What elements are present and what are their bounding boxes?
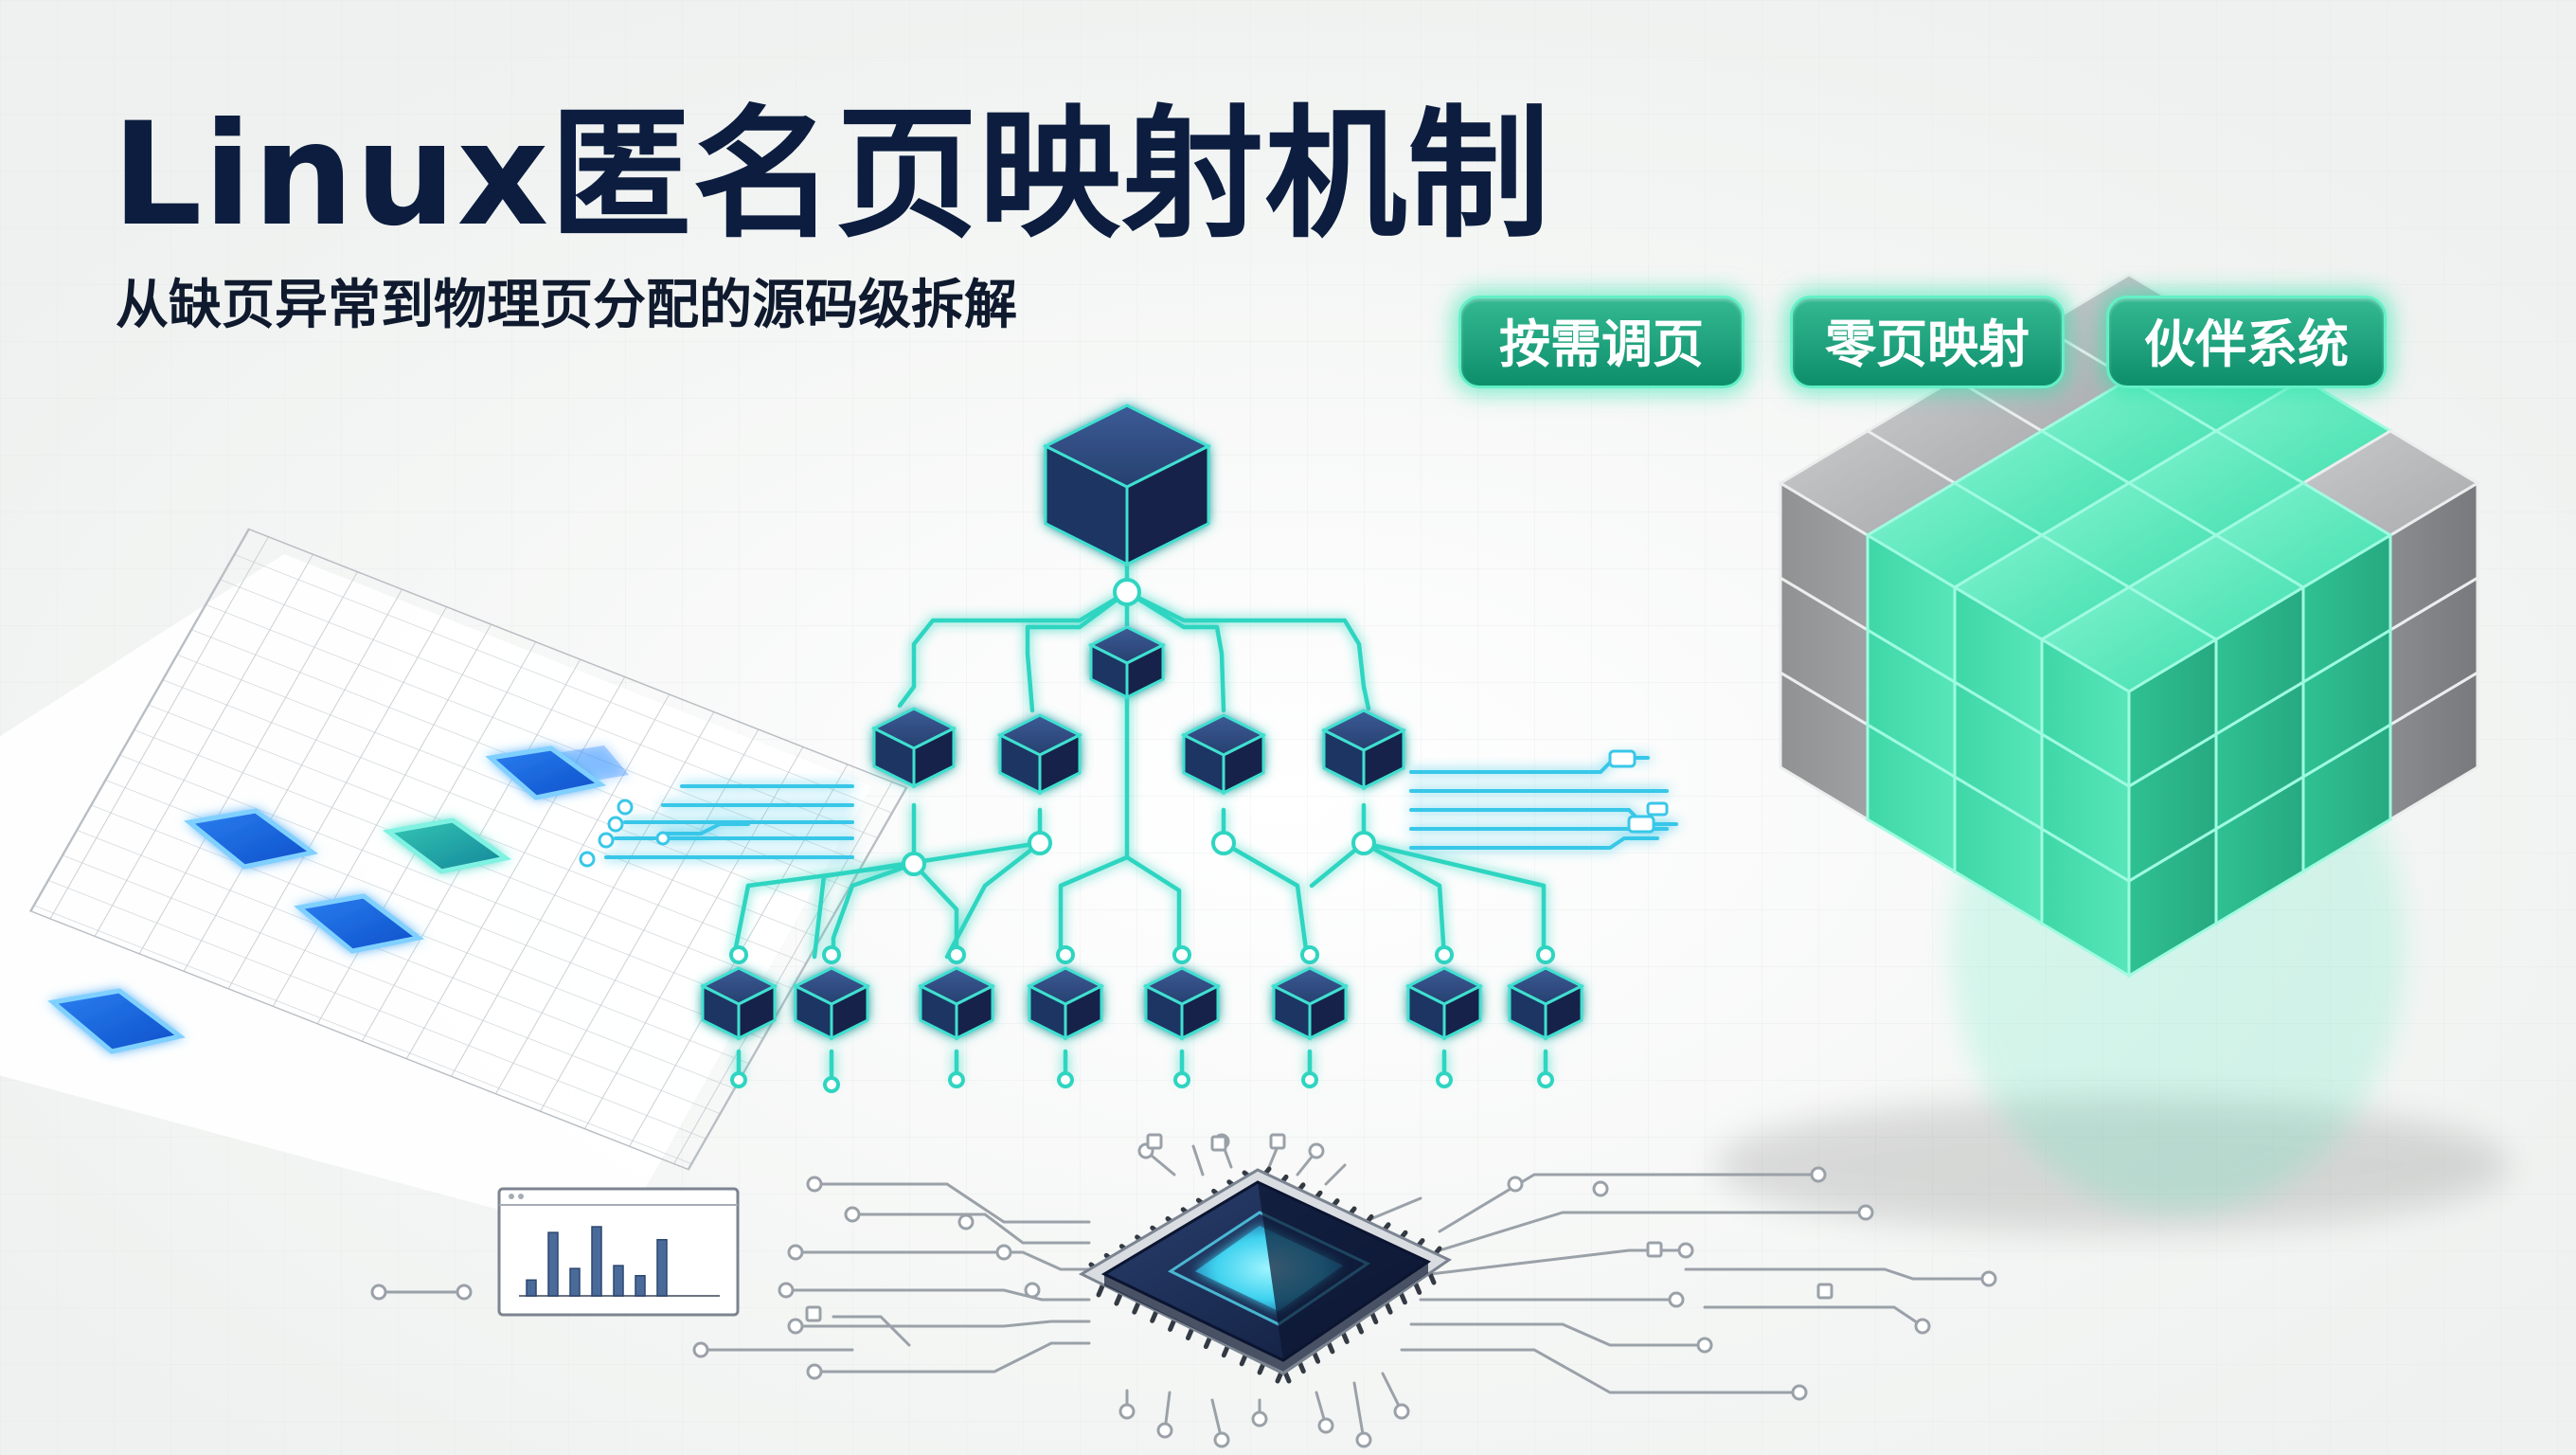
tree-leaf-node: [699, 966, 778, 1041]
cpu-chip-icon: [1078, 1166, 1453, 1384]
tree-node: [1087, 625, 1167, 700]
circuit-pads: [805, 1133, 1834, 1322]
tree-root-cube-icon: [1042, 404, 1212, 567]
feature-tags: 按需调页 零页映射 伙伴系统: [1458, 296, 2387, 390]
tree-leaf-node: [917, 966, 996, 1041]
tag-buddy-system[interactable]: 伙伴系统: [2106, 296, 2387, 388]
page-grid-icon: [0, 528, 908, 1241]
page-table-tree-lines: [731, 528, 1548, 1083]
right-link-connector: [1608, 749, 1669, 834]
mini-bar: [613, 1265, 624, 1297]
page-title: Linux匿名页映射机制: [112, 93, 1551, 258]
tree-leaf-node: [1026, 966, 1105, 1041]
page-subtitle: 从缺页异常到物理页分配的源码级拆解: [116, 275, 1017, 336]
memory-cube-block-icon: [1714, 273, 2510, 1231]
tree-leaf-node: [1142, 966, 1222, 1041]
mini-bar: [656, 1238, 668, 1297]
tag-demand-paging[interactable]: 按需调页: [1458, 296, 1744, 388]
left-link-dots: [579, 799, 671, 868]
mini-bar: [635, 1274, 646, 1297]
tree-leaf-node: [1270, 966, 1350, 1041]
tree-node: [870, 707, 957, 789]
tree-node: [1320, 709, 1407, 791]
allocated-page-block: [2039, 585, 2219, 789]
tree-junction-dots: [729, 578, 1555, 1093]
mini-bar: [591, 1226, 602, 1297]
left-link-lines: [604, 784, 854, 859]
page-table-nodes: [699, 404, 1585, 1041]
tag-zero-page-mapping[interactable]: 零页映射: [1790, 296, 2065, 388]
mini-bar: [547, 1231, 559, 1297]
tree-node: [1180, 713, 1267, 796]
mini-bar: [569, 1267, 581, 1297]
circuit-nodes: [370, 1133, 1997, 1448]
memory-page-tiles: [47, 745, 629, 1054]
tree-node: [996, 713, 1083, 796]
tree-leaf-node: [1404, 966, 1484, 1041]
tree-leaf-node: [1506, 966, 1585, 1041]
tree-leaf-node: [792, 966, 871, 1041]
bar-chart-icon: [497, 1187, 740, 1317]
circuit-traces: [377, 1140, 1991, 1442]
mini-bar: [526, 1279, 537, 1297]
